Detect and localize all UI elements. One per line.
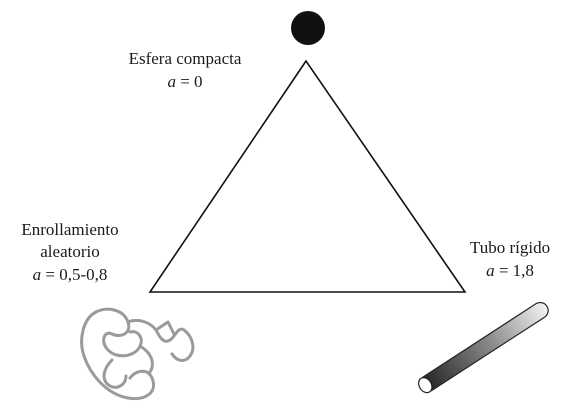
right-param-symbol: a xyxy=(486,261,495,280)
right-vertex-param: a = 1,8 xyxy=(486,261,534,280)
solid-sphere-icon xyxy=(291,11,325,45)
left-param-value: 0,5-0,8 xyxy=(59,265,107,284)
left-vertex-param: a = 0,5-0,8 xyxy=(33,265,108,284)
right-param-sep: = xyxy=(495,261,513,280)
top-param-sep: = xyxy=(176,72,194,91)
left-param-sep: = xyxy=(41,265,59,284)
top-param-symbol: a xyxy=(167,72,176,91)
shape-triangle xyxy=(148,59,467,293)
left-vertex-name-line1: Enrollamiento xyxy=(21,220,118,239)
right-vertex-name: Tubo rígido xyxy=(470,238,550,257)
top-vertex-param: a = 0 xyxy=(167,72,202,91)
right-param-value: 1,8 xyxy=(513,261,534,280)
left-param-symbol: a xyxy=(33,265,42,284)
random-coil-icon xyxy=(80,307,195,401)
top-param-value: 0 xyxy=(194,72,203,91)
top-vertex-name: Esfera compacta xyxy=(129,49,242,68)
rigid-rod-icon xyxy=(418,301,549,394)
left-vertex-name-line2: aleatorio xyxy=(40,242,99,261)
